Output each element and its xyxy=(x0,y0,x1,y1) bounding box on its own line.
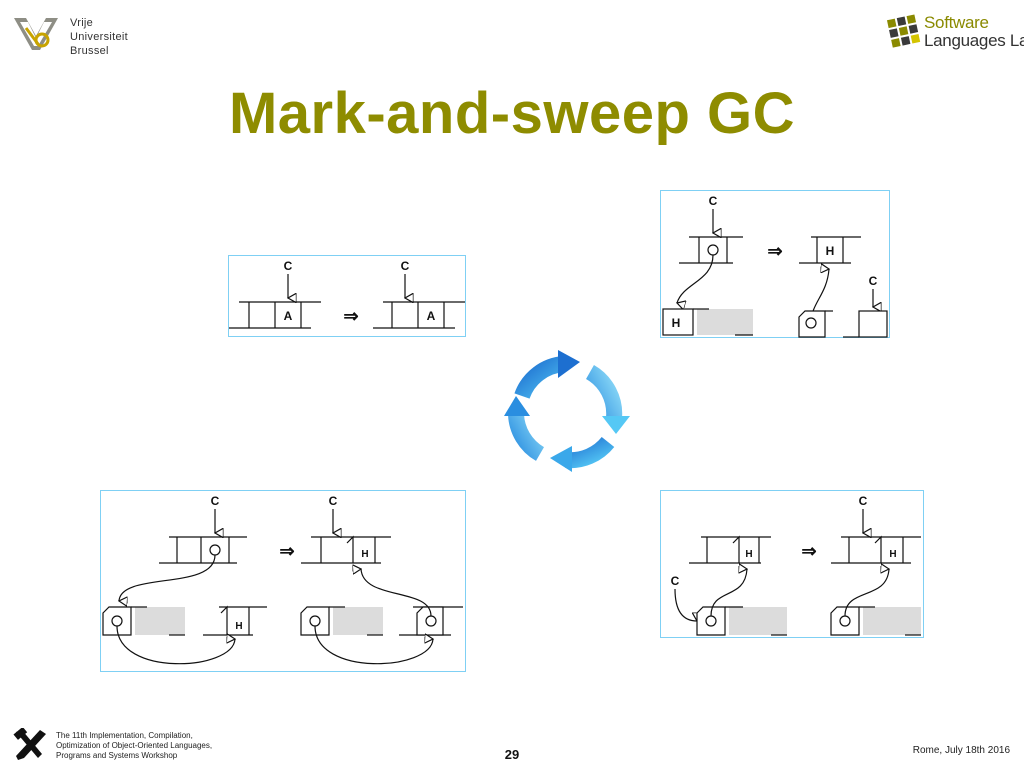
label-c: C xyxy=(859,494,868,508)
presentation-date: Rome, July 18th 2016 xyxy=(912,745,1010,756)
vub-line-3: Brussel xyxy=(70,45,109,57)
panel-a-diagram: C A ⇒ C A xyxy=(229,259,465,329)
software-languages-lab-text: Software Languages Lab xyxy=(924,14,1024,50)
hammer-wrench-icon xyxy=(13,728,46,760)
cycle-arrows-icon xyxy=(504,350,630,472)
label-c: C xyxy=(329,494,338,508)
conference-line-1: The 11th Implementation, Compilation, xyxy=(56,731,193,740)
soft-line-2: Languages Lab xyxy=(924,31,1024,50)
panel-sweep-step: C H ⇒ C H xyxy=(100,490,466,672)
conference-line-3: Programs and Systems Workshop xyxy=(56,751,178,760)
conference-name: The 11th Implementation, Compilation, Op… xyxy=(56,731,212,761)
label-h: H xyxy=(826,244,835,258)
label-h: H xyxy=(361,549,368,560)
soft-line-1: Software xyxy=(924,13,989,32)
transform-arrow: ⇒ xyxy=(767,241,782,261)
label-c: C xyxy=(401,259,410,273)
label-c: C xyxy=(671,574,680,588)
label-a: A xyxy=(284,309,293,323)
conference-line-2: Optimization of Object-Oriented Language… xyxy=(56,741,213,750)
transform-arrow: ⇒ xyxy=(801,541,816,561)
page-number: 29 xyxy=(504,747,520,762)
panel-atom-copy: C A ⇒ C A xyxy=(228,255,466,337)
vub-logo xyxy=(14,18,58,50)
label-a: A xyxy=(427,309,436,323)
label-h: H xyxy=(745,549,752,560)
label-h: H xyxy=(889,549,896,560)
panel-b-diagram: C H ⇒ H C xyxy=(662,194,888,338)
panel-c-diagram: C H ⇒ C H xyxy=(102,494,463,665)
vub-logo-text: Vrije Universiteit Brussel xyxy=(70,16,128,58)
label-c: C xyxy=(211,494,220,508)
panel-d-diagram: H C ⇒ C H xyxy=(671,494,921,636)
label-h: H xyxy=(235,621,242,632)
transform-arrow: ⇒ xyxy=(279,541,294,561)
label-c: C xyxy=(709,194,718,208)
label-h: H xyxy=(672,316,681,330)
vub-line-1: Vrije xyxy=(70,17,94,29)
software-languages-lab-logo xyxy=(886,14,921,48)
panel-object-copy: C H ⇒ H C xyxy=(660,190,890,338)
label-c: C xyxy=(284,259,293,273)
transform-arrow: ⇒ xyxy=(343,306,358,326)
slide-title: Mark-and-sweep GC xyxy=(228,81,796,146)
label-c: C xyxy=(869,274,878,288)
panel-pointer-update: H C ⇒ C H xyxy=(660,490,924,638)
vub-line-2: Universiteit xyxy=(70,31,129,43)
